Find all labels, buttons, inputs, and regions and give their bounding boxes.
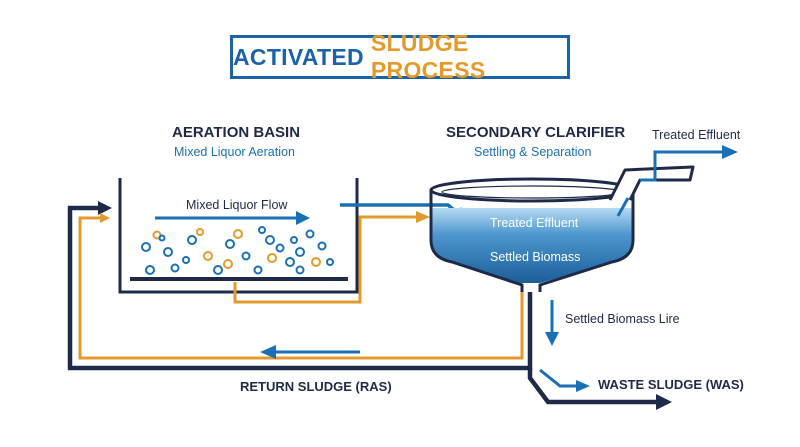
basin-outflow-orange	[233, 215, 418, 304]
bubble	[223, 259, 233, 269]
clarifier-water	[431, 208, 633, 283]
bubble	[187, 235, 197, 245]
bubble	[285, 257, 295, 267]
bubble	[253, 265, 263, 275]
effluent-out-line	[640, 150, 725, 182]
was-navy-line	[527, 368, 658, 405]
aeration-bubbles	[141, 226, 334, 275]
bubble	[265, 235, 275, 245]
bubble	[326, 258, 334, 266]
clarifier-body	[429, 190, 635, 292]
bubble	[145, 265, 155, 275]
bubble	[290, 236, 298, 244]
return-sludge-label: RETURN SLUDGE (RAS)	[240, 379, 392, 394]
was-blue-arrowhead	[576, 380, 590, 392]
bubble	[141, 242, 151, 252]
bubble	[170, 263, 180, 273]
ras-flow-arrowhead	[260, 345, 276, 359]
bubble	[317, 241, 327, 251]
bubble	[158, 234, 166, 242]
title-part-1: ACTIVATED	[233, 43, 364, 70]
mixed-liquor-flow-arrowhead	[296, 211, 310, 225]
waste-sludge-label: WASTE SLUDGE (WAS)	[598, 377, 744, 392]
clarifier-lower-zone-label: Settled Biomass	[490, 250, 581, 264]
settled-biomass-arrowhead	[545, 332, 559, 346]
bubble	[203, 251, 213, 261]
ras-outer-arrowhead	[98, 201, 112, 215]
bubble	[225, 239, 235, 249]
bubble	[241, 251, 251, 261]
ras-inner-arrowhead	[100, 213, 110, 223]
clarifier-heading: SECONDARY CLARIFIER	[446, 124, 626, 141]
title-part-2: SLUDGE PROCESS	[370, 30, 486, 83]
bubble	[305, 229, 315, 239]
bubble	[295, 247, 305, 257]
clarifier-upper-zone-label: Treated Effluent	[490, 216, 579, 230]
bubble	[267, 253, 277, 263]
ras-outer-line	[67, 205, 533, 371]
effluent-out-arrowhead	[722, 145, 738, 159]
ras-inner-line	[78, 216, 524, 360]
basin-outflow-orange-arrowhead	[416, 211, 430, 223]
clarifier-subheading: Settling & Separation	[474, 145, 592, 159]
aeration-basin-subheading: Mixed Liquor Aeration	[174, 145, 295, 159]
was-blue-line	[539, 368, 578, 388]
effluent-spill	[616, 197, 630, 217]
bubble	[163, 247, 173, 257]
settled-biomass-line-label: Settled Biomass Lire	[565, 312, 680, 326]
mixed-liquor-flow-label: Mixed Liquor Flow	[186, 198, 288, 212]
bubble	[295, 265, 305, 275]
treated-effluent-label: Treated Effluent	[652, 128, 741, 142]
effluent-launder	[608, 165, 695, 201]
bubble	[311, 257, 321, 267]
aeration-tank	[118, 178, 359, 294]
diagram-title: ACTIVATED SLUDGE PROCESS	[230, 30, 570, 83]
bubble	[182, 256, 190, 264]
bubble	[233, 229, 243, 239]
bubble	[196, 228, 204, 236]
bubble	[258, 226, 266, 234]
aeration-basin-heading: AERATION BASIN	[172, 124, 301, 141]
was-navy-arrowhead	[656, 394, 672, 410]
bubble	[213, 265, 223, 275]
bubble	[275, 243, 285, 253]
